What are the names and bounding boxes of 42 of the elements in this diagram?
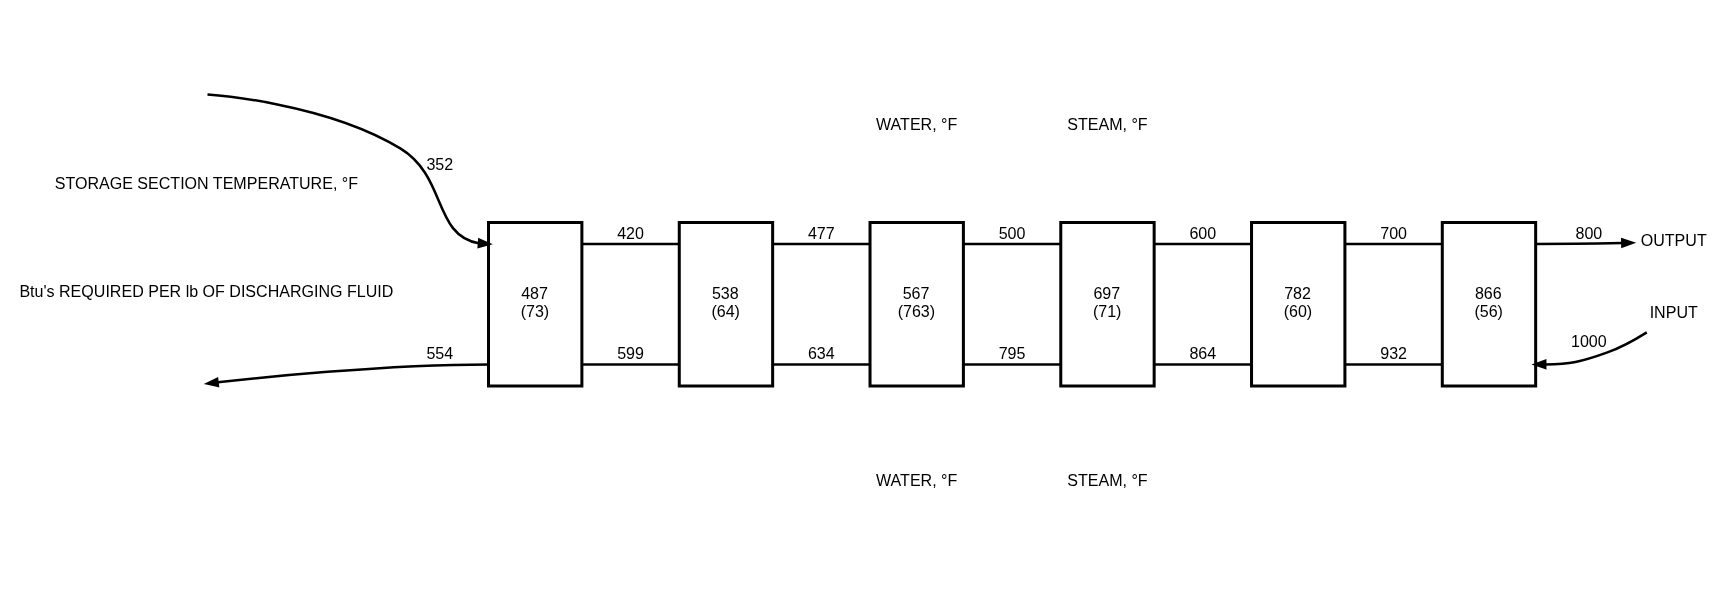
label: STEAM, °F xyxy=(1067,115,1148,134)
edge-label: 352 xyxy=(426,155,454,174)
edge-label: 800 xyxy=(1575,223,1603,242)
connector xyxy=(772,242,871,246)
edge-label: 864 xyxy=(1189,344,1217,363)
arrow xyxy=(207,93,493,249)
edge-label: 420 xyxy=(617,223,644,242)
node-box: 866 (56) xyxy=(1440,220,1538,388)
connector xyxy=(581,363,680,366)
connector xyxy=(581,242,680,246)
node-text: OUTPUT xyxy=(1640,230,1707,249)
connector xyxy=(1153,363,1253,366)
arrow xyxy=(1535,237,1637,249)
edge-label: 700 xyxy=(1380,223,1407,242)
connector xyxy=(962,363,1062,366)
edge-label: 600 xyxy=(1189,223,1217,242)
edge-label: 599 xyxy=(617,344,644,363)
edge-label: 932 xyxy=(1380,344,1407,363)
label: Btu's REQUIRED PER lb OF DISCHARGING FLUID xyxy=(19,281,394,300)
node-box: 487 (73) xyxy=(487,220,584,388)
node-box: 697 (71) xyxy=(1059,220,1156,388)
edge-label: 477 xyxy=(807,223,835,242)
connector xyxy=(1344,363,1443,366)
edge-label: 634 xyxy=(807,344,835,363)
arrow xyxy=(1531,331,1648,370)
edge-label: 1000 xyxy=(1571,332,1607,351)
node-text: INPUT xyxy=(1649,303,1698,322)
label: STORAGE SECTION TEMPERATURE, °F xyxy=(54,173,359,192)
label: STEAM, °F xyxy=(1067,470,1148,489)
edge-label: 500 xyxy=(998,223,1026,242)
node-box: 567 (763) xyxy=(868,220,965,388)
edge-label: 554 xyxy=(426,344,454,363)
label: WATER, °F xyxy=(876,470,958,489)
node-box: 782 (60) xyxy=(1250,220,1347,388)
connector xyxy=(1344,242,1443,246)
connector xyxy=(772,363,871,366)
connector xyxy=(1153,242,1253,246)
connector xyxy=(962,242,1062,246)
label: WATER, °F xyxy=(876,115,958,134)
node-box: 538 (64) xyxy=(677,220,775,388)
edge-label: 795 xyxy=(998,344,1026,363)
arrow xyxy=(203,363,490,388)
